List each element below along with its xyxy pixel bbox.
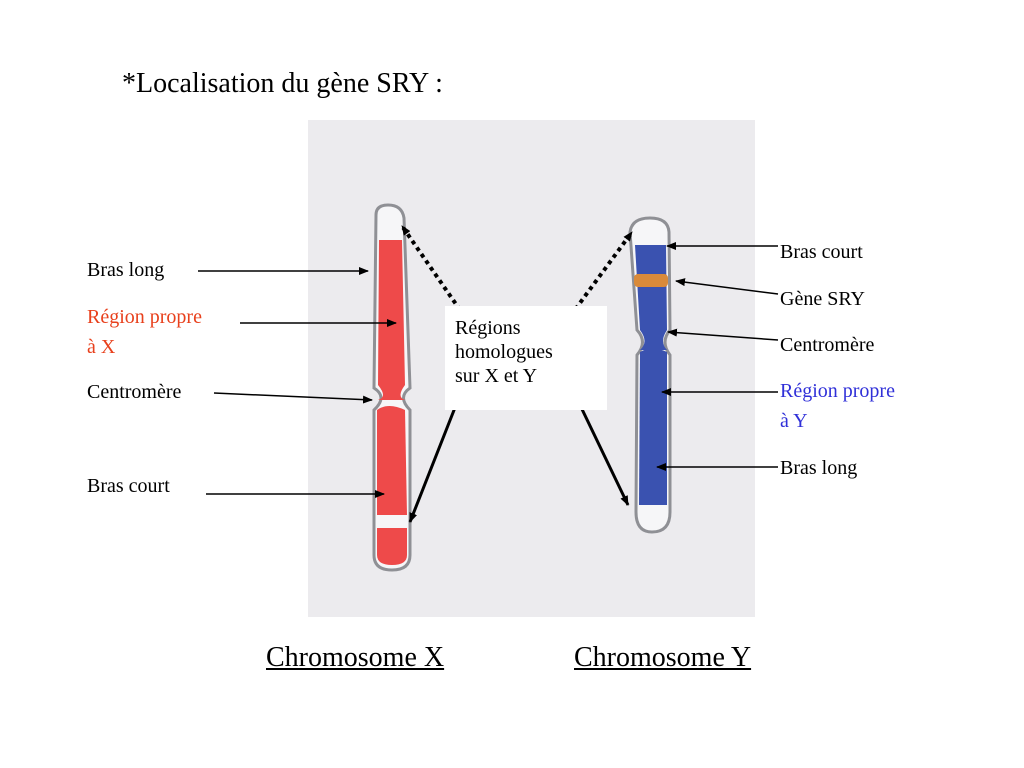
dotted-arrow-x-top xyxy=(400,224,462,312)
label-y-gene-sry: Gène SRY xyxy=(780,288,865,310)
chromosome-y-short-arm xyxy=(635,245,667,350)
chromosome-y-label-arrows xyxy=(656,242,779,471)
label-x-centromere: Centromère xyxy=(87,381,182,403)
label-x-bras-long: Bras long xyxy=(87,259,165,281)
homologous-line2: homologues xyxy=(455,341,553,363)
caption-chromosome-x: Chromosome X xyxy=(266,642,445,673)
label-x-region-propre-line2: à X xyxy=(87,336,116,358)
label-x-region-propre-line1: Région propre xyxy=(87,306,202,328)
arrow-y-centromere xyxy=(667,328,779,341)
label-y-bras-long: Bras long xyxy=(780,457,858,479)
chromosome-x-lower-arm xyxy=(377,406,407,515)
arrow-y-gene-sry xyxy=(675,278,779,295)
homologous-line3: sur X et Y xyxy=(455,365,538,387)
label-y-region-propre-line1: Région propre xyxy=(780,380,895,402)
chromosome-y xyxy=(628,216,672,534)
homologous-regions-box: Régions homologues sur X et Y xyxy=(445,306,607,410)
page-title: *Localisation du gène SRY : xyxy=(122,68,443,99)
arrow-x-bottom xyxy=(408,399,460,523)
label-y-centromere: Centromère xyxy=(780,334,875,356)
caption-chromosome-y: Chromosome Y xyxy=(574,642,752,673)
chromosome-x-bottom-band xyxy=(377,528,407,565)
chromosome-x-upper-arm xyxy=(378,240,405,400)
arrow-x-centromere xyxy=(213,392,373,404)
label-y-bras-court: Bras court xyxy=(780,241,863,263)
gene-sry-band xyxy=(634,274,668,287)
homologous-line1: Régions xyxy=(455,317,521,339)
chromosome-x-label-arrows xyxy=(198,267,397,498)
label-x-bras-court: Bras court xyxy=(87,475,170,497)
chromosome-x xyxy=(372,203,412,572)
label-y-region-propre-line2: à Y xyxy=(780,410,808,432)
chromosome-y-long-arm xyxy=(639,348,667,505)
arrow-y-bottom xyxy=(578,404,630,506)
